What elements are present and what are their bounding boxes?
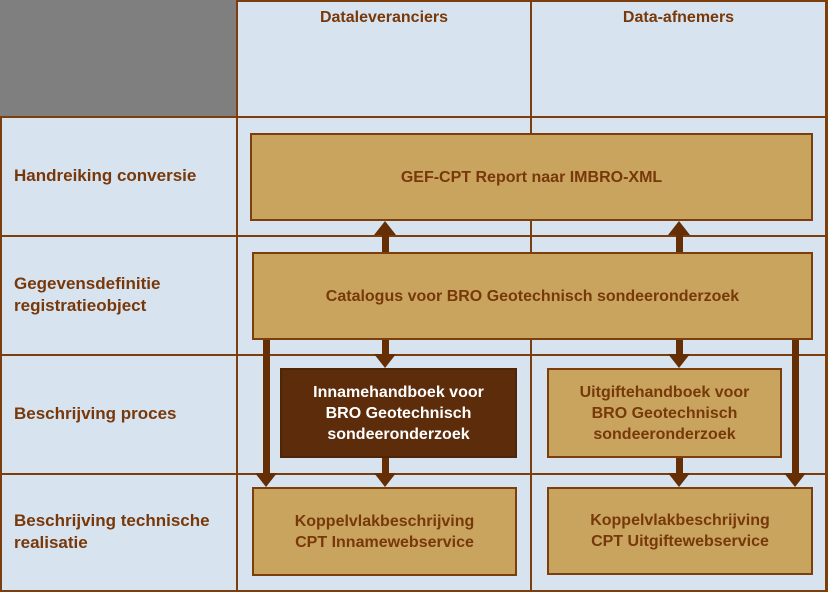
arrow-catalogus-to-innamehandboek [374,340,396,368]
table-right-border [825,0,828,592]
row-label-gegevensdefinitie-registratieobject: Gegevensdefinitie registratieobject [0,236,236,354]
arrow-stem [381,458,389,473]
box-line: Uitgiftehandboek voor [579,383,750,401]
box-line: sondeeronderzoek [327,425,470,443]
arrow-stem [262,340,270,473]
row-label-line: Beschrijving technische [14,511,210,530]
row-label-line: Beschrijving proces [14,404,177,423]
arrow-innamehandboek-to-koppelvlak-inname [374,458,396,487]
row-label-line: realisatie [14,533,88,552]
column-header-dataleveranciers: Dataleveranciers [319,9,449,26]
row-label-beschrijving-proces: Beschrijving proces [0,355,236,473]
arrow-stem [381,235,389,252]
arrow-stem [675,340,683,354]
row-label-line: Handreiking conversie [14,166,197,185]
row-divider [0,116,828,118]
box-line: CPT Innamewebservice [295,533,474,551]
corner-cell [0,0,236,116]
box-line: CPT Uitgiftewebservice [591,533,769,550]
arrow-stem [381,340,389,354]
row-divider [0,473,828,475]
table-left-border [0,0,2,592]
arrow-catalogus-to-koppelvlak-uitgifte [784,340,806,487]
arrowhead-down-icon [374,354,396,368]
arrow-stem [675,458,683,473]
row-label-handreiking-conversie: Handreiking conversie [0,117,236,235]
column-header-data-afnemers: Data-afnemers [622,9,735,26]
box-catalogus-bro-geotechnisch-sondeeronderzoek: Catalogus voor BRO Geotechnisch sondeero… [252,252,813,340]
arrow-catalogus-to-koppelvlak-inname [255,340,277,487]
arrow-catalogus-to-uitgiftehandboek [668,340,690,368]
arrowhead-down-icon [784,473,806,487]
row-label-line: registratieobject [14,296,147,315]
box-line: GEF-CPT Report naar IMBRO-XML [400,168,663,186]
arrow-catalogus-to-gef-right [668,221,690,252]
row-label-line: Gegevensdefinitie [14,274,161,293]
arrowhead-down-icon [668,473,690,487]
row-divider [0,354,828,356]
arrow-stem [675,235,683,252]
arrowhead-up-icon [668,221,690,235]
arrowhead-down-icon [668,354,690,368]
arrow-stem [791,340,799,473]
box-line: BRO Geotechnisch [325,404,472,422]
box-line: BRO Geotechnisch [591,404,738,422]
column-divider [236,0,238,592]
row-label-beschrijving-technische-realisatie: Beschrijving technische realisatie [0,474,236,590]
box-line: Innamehandboek voor [313,383,484,401]
box-line: Catalogus voor BRO Geotechnisch sondeero… [325,287,740,305]
box-line: Koppelvlakbeschrijving [590,512,770,529]
arrowhead-down-icon [374,473,396,487]
box-line: Koppelvlakbeschrijving [294,512,475,530]
box-line: sondeeronderzoek [593,425,736,443]
table-bottom-border [0,590,828,592]
arrow-uitgiftehandboek-to-koppelvlak-uitgifte [668,458,690,487]
arrowhead-down-icon [255,473,277,487]
box-gef-cpt-report-naar-imbro-xml: GEF-CPT Report naar IMBRO-XML [250,133,813,221]
arrow-catalogus-to-gef-left [374,221,396,252]
table-top-border [0,0,828,2]
row-divider [0,235,828,237]
arrowhead-up-icon [374,221,396,235]
